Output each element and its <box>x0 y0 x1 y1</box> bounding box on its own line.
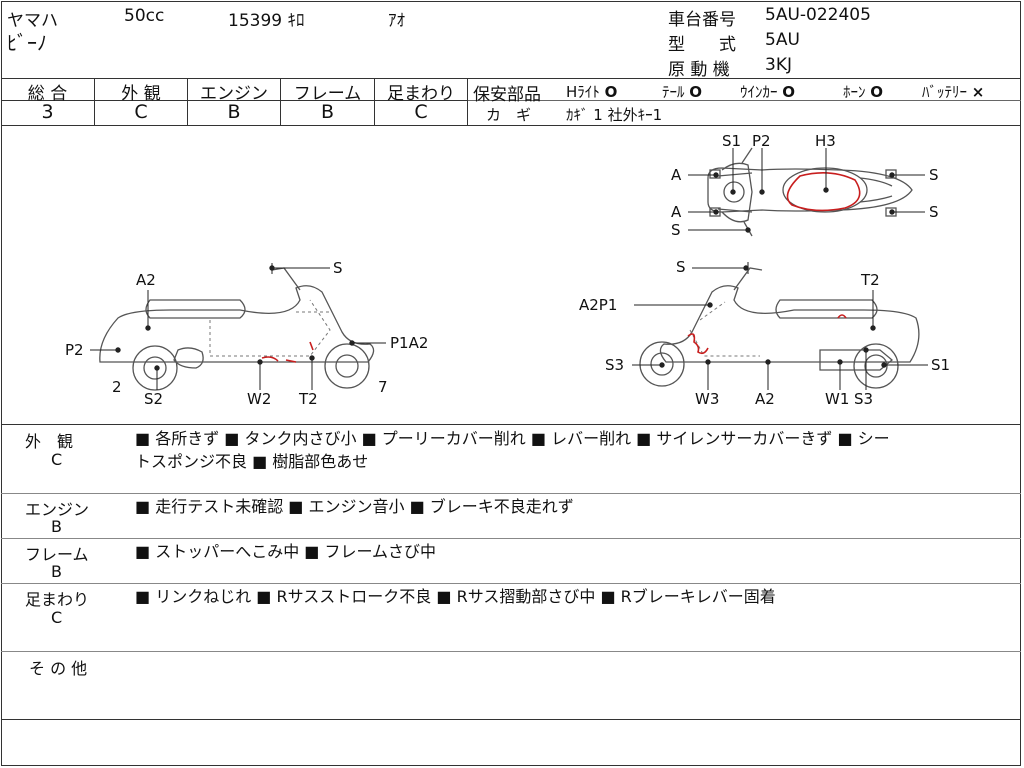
safety-item-headlight: Hﾗｲﾄ O <box>566 83 618 101</box>
section-suspension-label: 足まわり <box>25 590 90 609</box>
diagram-label: S <box>671 221 681 239</box>
diagram-label: T2 <box>860 271 880 289</box>
safety-item-winker: ｳｲﾝｶｰ O <box>740 83 796 101</box>
diagram-label: 7 <box>378 378 388 396</box>
status-mark: O <box>604 83 618 101</box>
section-frame-label: フレーム <box>25 545 89 564</box>
scooter-diagram: S1 P2 H3 A A S S S S A2 P2 P1A2 2 S2 W2 … <box>65 132 950 408</box>
diagram-label: W2 <box>247 390 271 408</box>
diagram-label: P2 <box>65 341 84 359</box>
section-exterior-grade: C <box>51 450 63 469</box>
section-exterior-text-cont: トスポンジ不良 ■ 樹脂部色あせ <box>135 452 369 471</box>
safety-item-battery: ﾊﾞｯﾃﾘｰ × <box>922 83 985 101</box>
diagram-label: W3 <box>695 390 719 408</box>
displacement: 50cc <box>124 6 165 26</box>
diagram-label: S1 <box>931 356 950 374</box>
key-label: カ ギ <box>486 106 532 124</box>
grade-frame-label: フレーム <box>293 84 362 104</box>
safety-item-tail: ﾃｰﾙ O <box>662 83 703 101</box>
chassis-number: 5AU-022405 <box>765 5 871 25</box>
grade-exterior-label: 外 観 <box>121 84 161 104</box>
section-frame-grade: B <box>51 562 62 581</box>
safety-item-horn: ﾎｰﾝ O <box>843 83 884 101</box>
grade-engine-value: B <box>227 101 241 123</box>
diagram-label: W1 <box>825 390 849 408</box>
diagram-label: S3 <box>605 356 624 374</box>
diagram-label: S1 <box>722 132 741 150</box>
status-mark: × <box>971 83 985 101</box>
engine-value: 3KJ <box>765 55 792 75</box>
diagram-label: S <box>929 166 939 184</box>
grade-suspension-label: 足まわり <box>387 84 455 104</box>
status-mark: O <box>689 83 703 101</box>
section-engine-label: エンジン <box>25 500 90 519</box>
diagram-label: A2 <box>755 390 775 408</box>
body-color: ｱｵ <box>388 11 405 31</box>
grade-engine-label: エンジン <box>200 84 268 104</box>
key-value: ｶｷﾞ 1 社外ｷｰ1 <box>566 106 663 124</box>
section-engine-grade: B <box>51 517 62 536</box>
diagram-label: A2P1 <box>579 296 617 314</box>
section-frame-text: ■ ストッパーへこみ中 ■ フレームさび中 <box>135 542 437 561</box>
grade-exterior-value: C <box>134 101 148 123</box>
mileage: 15399 ｷﾛ <box>228 11 305 31</box>
diagram-label: A <box>671 166 682 184</box>
model-name: ﾋﾞｰﾉ <box>7 31 47 55</box>
status-mark: O <box>870 83 884 101</box>
diagram-label: S2 <box>144 390 163 408</box>
diagram-label: 2 <box>112 378 122 396</box>
type-value: 5AU <box>765 30 800 50</box>
status-mark: O <box>782 83 796 101</box>
section-exterior-text: ■ 各所きず ■ タンク内さび小 ■ プーリーカバー削れ ■ レバー削れ ■ サ… <box>135 429 890 448</box>
diagram-label: S <box>333 259 343 277</box>
diagram-label: A <box>671 203 682 221</box>
diagram-label: P1A2 <box>390 334 428 352</box>
chassis-label: 車台番号 <box>668 10 736 30</box>
safety-parts-label: 保安部品 <box>473 85 541 105</box>
section-exterior-label: 外 観 <box>25 432 74 451</box>
section-suspension-text: ■ リンクねじれ ■ Rサスストローク不良 ■ Rサス摺動部さび中 ■ Rブレー… <box>135 587 776 606</box>
grade-suspension-value: C <box>414 101 428 123</box>
engine-label: 原 動 機 <box>668 60 730 80</box>
section-suspension-grade: C <box>51 608 63 627</box>
diagram-label: S3 <box>854 390 873 408</box>
grade-frame-value: B <box>320 101 335 123</box>
section-other-label: そ の 他 <box>29 659 88 678</box>
diagram-label: S <box>929 203 939 221</box>
diagram-label: A2 <box>136 271 156 289</box>
maker: ヤマハ <box>7 11 58 31</box>
type-label: 型 式 <box>668 35 736 55</box>
diagram-label: S <box>676 258 686 276</box>
diagram-label: H3 <box>815 132 836 150</box>
grade-overall-value: 3 <box>41 101 54 123</box>
diagram-label: T2 <box>298 390 318 408</box>
diagram-label: P2 <box>752 132 771 150</box>
section-engine-text: ■ 走行テスト未確認 ■ エンジン音小 ■ ブレーキ不良走れず <box>135 497 574 516</box>
grade-overall-label: 総 合 <box>27 84 68 104</box>
